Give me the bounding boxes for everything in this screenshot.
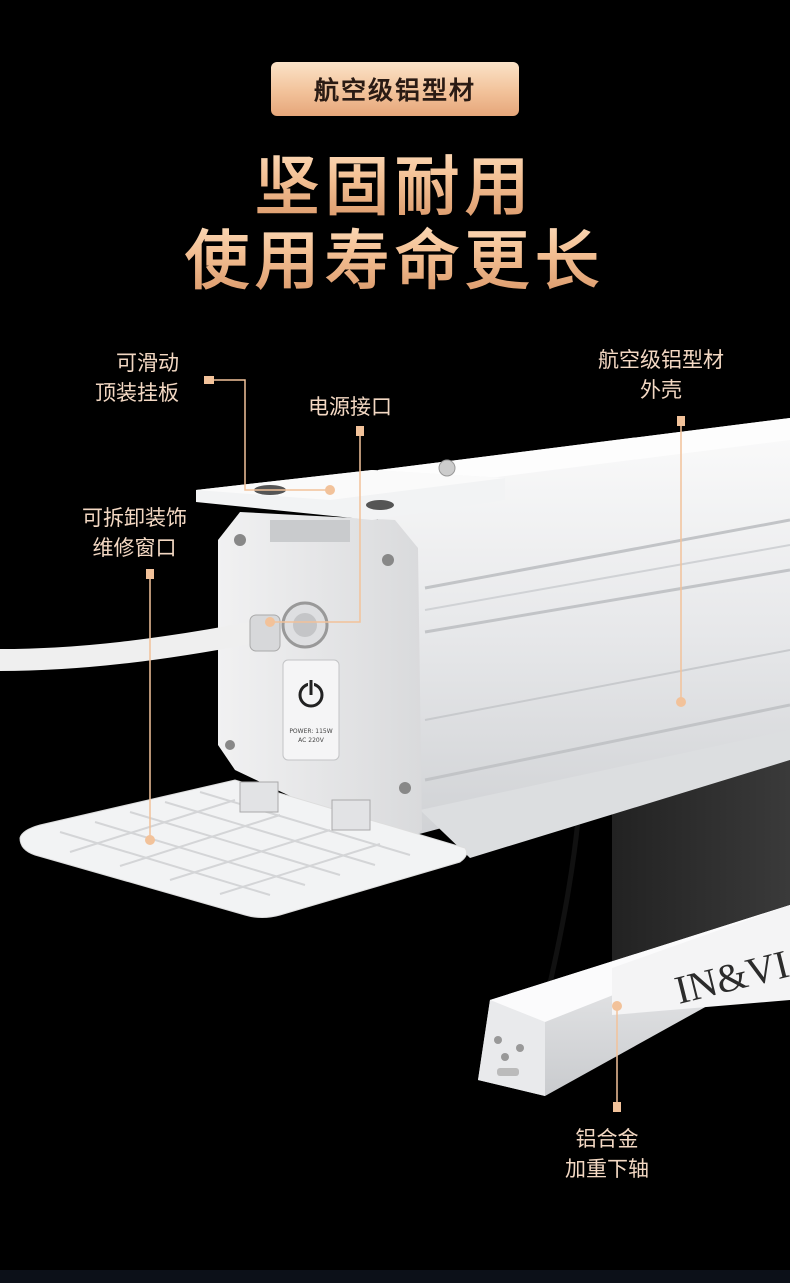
projector-housing bbox=[378, 418, 790, 858]
headline-durable: 坚固耐用 bbox=[0, 136, 790, 228]
headline-long-life: 使用寿命更长 bbox=[0, 210, 790, 302]
service-window-tray bbox=[19, 779, 468, 918]
screen-fabric bbox=[612, 760, 790, 968]
callout-markers bbox=[145, 376, 686, 1112]
callout-service-window-line2: 维修窗口 bbox=[92, 536, 177, 560]
callout-service-window-line1: 可拆卸装饰 bbox=[82, 506, 187, 530]
callout-housing: 航空级铝型材 外壳 bbox=[598, 345, 724, 405]
callout-bottom-bar: 铝合金 加重下轴 bbox=[565, 1124, 649, 1184]
callout-power-port-line1: 电源接口 bbox=[308, 395, 392, 419]
top-mount-plate bbox=[196, 459, 505, 542]
bottom-strip bbox=[0, 1270, 790, 1283]
callout-power-port: 电源接口 bbox=[308, 392, 392, 422]
callout-sliding-plate-line1: 可滑动 bbox=[116, 351, 179, 375]
feature-badge: 航空级铝型材 bbox=[271, 62, 519, 116]
screen-cord bbox=[545, 819, 581, 993]
power-rating-line2: AC 220V bbox=[298, 737, 325, 744]
power-rating-line1: POWER: 115W bbox=[289, 728, 332, 735]
callout-bottom-bar-line2: 加重下轴 bbox=[565, 1157, 649, 1181]
callout-housing-line1: 航空级铝型材 bbox=[598, 348, 724, 372]
callout-lines bbox=[149, 379, 682, 1108]
power-label-plate: POWER: 115W AC 220V bbox=[282, 659, 340, 761]
callout-housing-line2: 外壳 bbox=[640, 378, 682, 402]
power-connector bbox=[0, 601, 329, 671]
callout-service-window: 可拆卸装饰 维修窗口 bbox=[82, 503, 187, 563]
logo-panel bbox=[612, 905, 790, 1015]
callout-sliding-plate: 可滑动 顶装挂板 bbox=[95, 348, 179, 408]
callout-sliding-plate-line2: 顶装挂板 bbox=[95, 381, 179, 405]
callout-bottom-bar-line1: 铝合金 bbox=[575, 1127, 639, 1151]
